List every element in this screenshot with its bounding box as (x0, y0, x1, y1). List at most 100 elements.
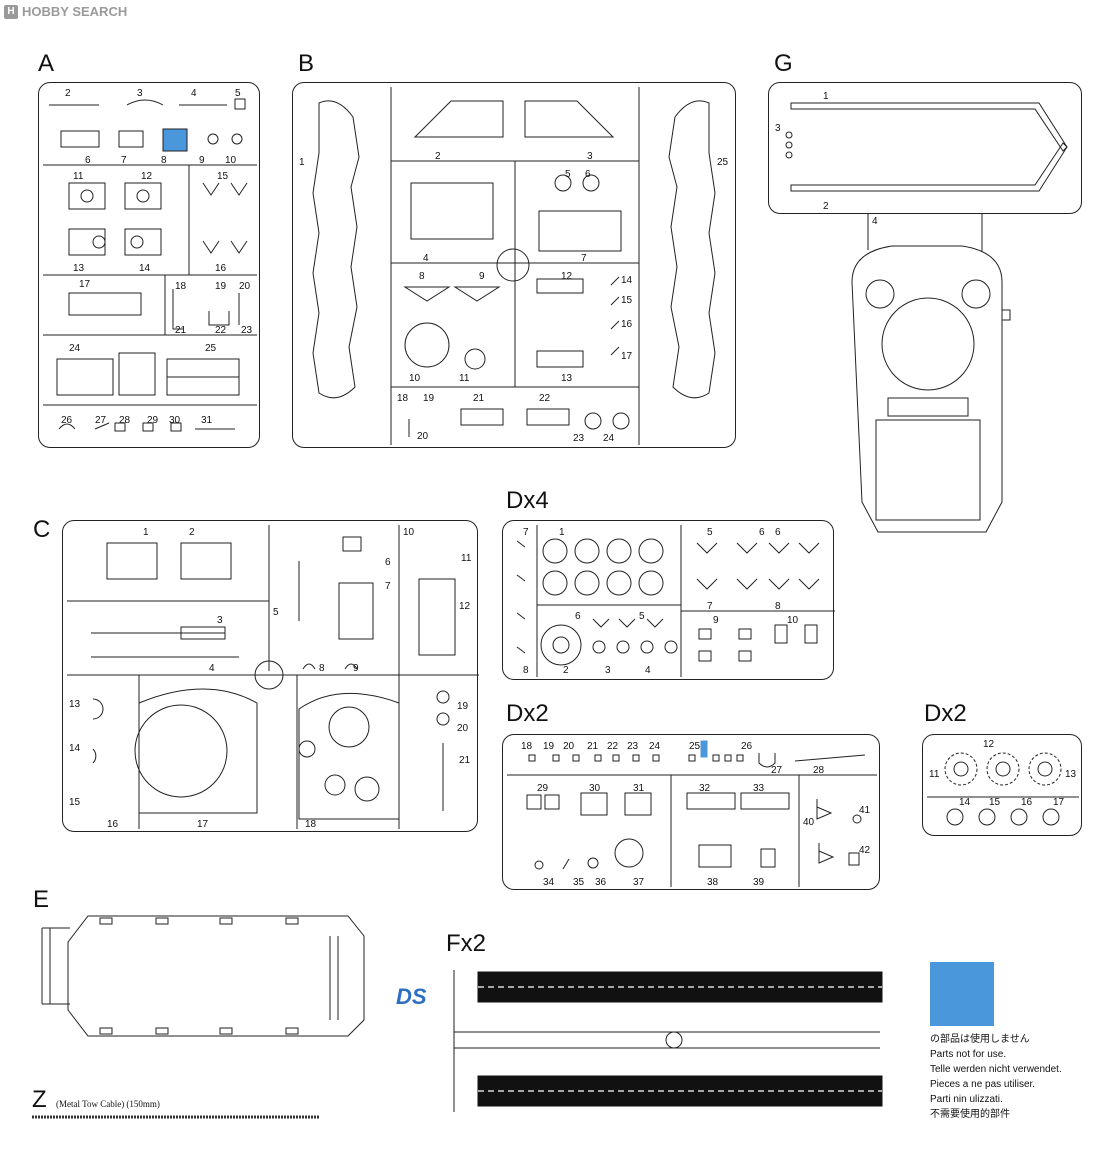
svg-text:2: 2 (563, 665, 569, 676)
svg-text:14: 14 (69, 743, 81, 754)
svg-text:33: 33 (753, 783, 765, 794)
svg-text:7: 7 (385, 581, 391, 592)
svg-text:13: 13 (1065, 769, 1077, 780)
svg-text:26: 26 (741, 741, 753, 752)
part-e (30, 912, 366, 1040)
svg-text:16: 16 (621, 319, 633, 330)
svg-text:1: 1 (143, 527, 149, 538)
svg-text:16: 16 (107, 819, 119, 830)
svg-text:17: 17 (1053, 797, 1065, 808)
legend-line-ja: の部品は使用しません (930, 1034, 1030, 1045)
svg-text:20: 20 (457, 723, 469, 734)
svg-text:4: 4 (423, 253, 429, 264)
svg-text:10: 10 (403, 527, 415, 538)
svg-text:8: 8 (161, 155, 167, 166)
watermark-text: HOBBY SEARCH (22, 4, 128, 19)
svg-text:42: 42 (859, 845, 871, 856)
svg-text:2: 2 (823, 201, 829, 212)
legend: の部品は使用しません Parts not for use. Telle werd… (930, 962, 1062, 1122)
svg-text:18: 18 (397, 393, 409, 404)
svg-text:34: 34 (543, 877, 555, 888)
svg-text:17: 17 (621, 351, 633, 362)
legend-line-it: Parti nin ulizzati. (930, 1094, 1003, 1105)
svg-text:17: 17 (79, 279, 91, 290)
svg-text:1: 1 (559, 527, 565, 538)
ds-logo-graphic: DS (396, 984, 427, 1009)
svg-text:5: 5 (639, 611, 645, 622)
svg-text:35: 35 (573, 877, 585, 888)
svg-text:3: 3 (587, 151, 593, 162)
svg-text:39: 39 (753, 877, 765, 888)
svg-text:6: 6 (85, 155, 91, 166)
svg-text:18: 18 (305, 819, 317, 830)
svg-text:11: 11 (73, 171, 84, 182)
svg-text:11: 11 (929, 769, 940, 780)
svg-text:27: 27 (771, 765, 783, 776)
svg-text:5: 5 (273, 607, 279, 618)
svg-text:20: 20 (417, 431, 429, 442)
svg-text:31: 31 (201, 415, 213, 426)
svg-text:32: 32 (699, 783, 711, 794)
svg-text:18: 18 (521, 741, 533, 752)
svg-text:16: 16 (1021, 797, 1033, 808)
sprue-b-label: B (298, 50, 315, 77)
svg-text:3: 3 (775, 123, 781, 134)
svg-text:29: 29 (147, 415, 159, 426)
ds-logo: DS (394, 978, 438, 1014)
legend-line-zh: 不需要使用的部件 (930, 1109, 1010, 1120)
svg-text:8: 8 (419, 271, 425, 282)
svg-text:3: 3 (217, 615, 223, 626)
svg-text:40: 40 (803, 817, 815, 828)
svg-text:21: 21 (459, 755, 471, 766)
svg-text:19: 19 (215, 281, 227, 292)
svg-text:30: 30 (169, 415, 181, 426)
sprue-f-label: Fx2 (446, 930, 487, 957)
svg-text:15: 15 (621, 295, 633, 306)
svg-text:25: 25 (717, 157, 729, 168)
svg-text:13: 13 (561, 373, 573, 384)
svg-text:15: 15 (69, 797, 81, 808)
sprue-g-hull: 4 (842, 212, 1014, 540)
svg-text:26: 26 (61, 415, 73, 426)
svg-text:28: 28 (119, 415, 131, 426)
sprue-d4-label: Dx4 (506, 487, 549, 514)
svg-text:10: 10 (225, 155, 237, 166)
svg-text:21: 21 (175, 325, 187, 336)
svg-text:9: 9 (353, 663, 359, 674)
svg-text:10: 10 (787, 615, 799, 626)
legend-line-de: Telle werden nicht verwendet. (930, 1064, 1062, 1075)
svg-text:12: 12 (459, 601, 471, 612)
tow-cable (32, 1108, 320, 1119)
svg-text:28: 28 (813, 765, 825, 776)
svg-text:7: 7 (581, 253, 587, 264)
svg-text:6: 6 (759, 527, 765, 538)
svg-text:1: 1 (823, 91, 829, 102)
part-z-label: Z (32, 1086, 47, 1113)
svg-text:14: 14 (959, 797, 971, 808)
sprue-d2a-label: Dx2 (506, 700, 549, 727)
svg-text:30: 30 (589, 783, 601, 794)
ds-logo-text: DS (396, 984, 427, 1009)
sprue-g-hull-drawing: 4 (851, 214, 1011, 533)
svg-text:4: 4 (191, 88, 197, 99)
svg-text:23: 23 (241, 325, 253, 336)
svg-text:31: 31 (633, 783, 645, 794)
svg-text:4: 4 (872, 216, 878, 227)
svg-text:17: 17 (197, 819, 209, 830)
svg-text:7: 7 (121, 155, 127, 166)
svg-text:2: 2 (65, 88, 71, 99)
svg-text:8: 8 (319, 663, 325, 674)
sprue-g-label: G (774, 50, 793, 77)
svg-text:15: 15 (989, 797, 1001, 808)
svg-text:6: 6 (775, 527, 781, 538)
svg-text:24: 24 (69, 343, 81, 354)
svg-text:6: 6 (585, 169, 591, 180)
svg-text:20: 20 (239, 281, 251, 292)
svg-text:41: 41 (859, 805, 871, 816)
svg-text:5: 5 (707, 527, 713, 538)
